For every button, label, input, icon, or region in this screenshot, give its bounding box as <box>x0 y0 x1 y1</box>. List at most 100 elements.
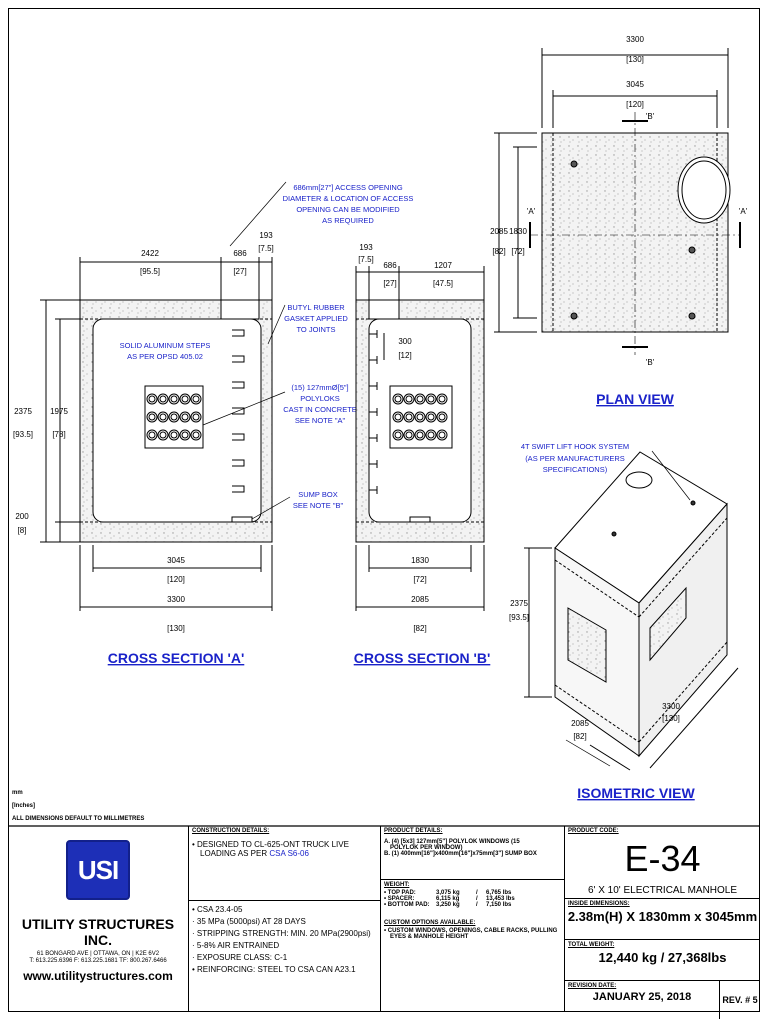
polylok-hole-inner <box>416 413 424 421</box>
polylok-hole-inner <box>170 431 178 439</box>
inside-dimensions: 2.38m(H) X 1830mm x 3045mm <box>567 909 758 924</box>
polylok-hole-inner <box>192 413 200 421</box>
svg-text:[93.5]: [93.5] <box>509 613 529 622</box>
polylok-hole-inner <box>416 431 424 439</box>
polylok-hole-inner <box>159 431 167 439</box>
svg-text:[8]: [8] <box>18 526 27 535</box>
svg-text:4T SWIFT LIFT HOOK SYSTEM: 4T SWIFT LIFT HOOK SYSTEM <box>521 442 629 451</box>
svg-text:686: 686 <box>233 249 247 258</box>
cross-section-a-title: CROSS SECTION 'A' <box>108 650 245 666</box>
polylok-hole-inner <box>192 431 200 439</box>
cross-section-a <box>40 181 291 611</box>
svg-text:[27]: [27] <box>233 267 246 276</box>
svg-text:AS PER OPSD 405.02: AS PER OPSD 405.02 <box>127 352 203 361</box>
polylok-hole <box>425 429 437 441</box>
drawing-sheet <box>8 8 760 1012</box>
polylok-hole <box>168 411 180 423</box>
weight-row: • BOTTOM PAD:3,250 kg/7,150 lbs <box>384 902 512 908</box>
polylok-hole <box>146 411 158 423</box>
svg-text:POLYLOKS: POLYLOKS <box>300 394 339 403</box>
polylok-hole <box>392 429 404 441</box>
svg-text:[95.5]: [95.5] <box>140 267 160 276</box>
polylok-hole <box>157 411 169 423</box>
svg-text:'B': 'B' <box>646 358 655 367</box>
svg-text:[120]: [120] <box>626 100 644 109</box>
polylok-hole-inner <box>181 413 189 421</box>
svg-text:[82]: [82] <box>573 732 586 741</box>
isometric-view-title: ISOMETRIC VIEW <box>577 785 695 801</box>
polylok-hole <box>146 429 158 441</box>
svg-text:OPENING CAN BE MODIFIED: OPENING CAN BE MODIFIED <box>296 205 400 214</box>
svg-text:686: 686 <box>383 261 397 270</box>
polylok-hole-inner <box>427 395 435 403</box>
svg-text:AS REQUIRED: AS REQUIRED <box>322 216 374 225</box>
svg-text:[78]: [78] <box>52 430 65 439</box>
polylok-hole-inner <box>159 395 167 403</box>
total-weight: 12,440 kg / 27,368lbs <box>598 950 727 965</box>
svg-text:[120]: [120] <box>167 575 185 584</box>
svg-text:1830: 1830 <box>509 227 527 236</box>
svg-text:193: 193 <box>259 231 273 240</box>
svg-text:'B': 'B' <box>646 112 655 121</box>
plan-view-text: 3300[130] 3045[120] 2085[82] 1830[72] 'A… <box>490 35 748 407</box>
svg-text:GASKET APPLIED: GASKET APPLIED <box>284 314 348 323</box>
svg-text:2085: 2085 <box>490 227 508 236</box>
polylok-hole <box>425 411 437 423</box>
svg-text:200: 200 <box>15 512 29 521</box>
cross-section-b <box>355 266 485 611</box>
svg-text:SPECIFICATIONS): SPECIFICATIONS) <box>543 465 608 474</box>
polylok-hole <box>436 411 448 423</box>
svg-text:[12]: [12] <box>398 351 411 360</box>
company-block: USI UTILITY STRUCTURES INC. 61 BONGARD A… <box>8 826 188 1012</box>
polylok-hole <box>146 393 158 405</box>
svg-text:[72]: [72] <box>413 575 426 584</box>
polylok-hole-inner <box>416 395 424 403</box>
svg-text:1207: 1207 <box>434 261 452 270</box>
svg-text:(AS PER MANUFACTURERS: (AS PER MANUFACTURERS <box>525 454 625 463</box>
company-address: 61 BONGARD AVE | OTTAWA, ON | K2E 6V2 <box>36 951 160 957</box>
polylok-hole <box>403 429 415 441</box>
svg-text:1975: 1975 <box>50 407 68 416</box>
isometric-view-text: 4T SWIFT LIFT HOOK SYSTEM (AS PER MANUFA… <box>509 442 696 801</box>
svg-text:[93.5]: [93.5] <box>13 430 33 439</box>
polylok-hole <box>414 393 426 405</box>
polylok-hole-inner <box>159 413 167 421</box>
svg-text:2085: 2085 <box>411 595 429 604</box>
svg-text:ALL DIMENSIONS DEFAULT TO MILL: ALL DIMENSIONS DEFAULT TO MILLIMETRES <box>12 816 144 822</box>
svg-text:3300: 3300 <box>626 35 644 44</box>
product-description: 6' X 10' ELECTRICAL MANHOLE <box>587 885 738 896</box>
svg-text:'A': 'A' <box>527 207 536 216</box>
polylok-hole-inner <box>438 431 446 439</box>
polylok-hole-inner <box>394 413 402 421</box>
svg-text:2375: 2375 <box>14 407 32 416</box>
svg-text:193: 193 <box>359 243 373 252</box>
svg-text:[130]: [130] <box>626 55 644 64</box>
svg-text:'A': 'A' <box>739 207 748 216</box>
company-website[interactable]: www.utilitystructures.com <box>23 969 173 983</box>
svg-text:300: 300 <box>398 337 412 346</box>
units-note: mm [Inches] ALL DIMENSIONS DEFAULT TO MI… <box>12 790 144 822</box>
revision-number: REV. # 5 <box>719 981 760 1019</box>
polylok-hole <box>157 429 169 441</box>
polylok-hole-inner <box>427 431 435 439</box>
polylok-hole <box>168 393 180 405</box>
polylok-hole <box>190 429 202 441</box>
svg-text:(15) 127mmØ[5"]: (15) 127mmØ[5"] <box>291 383 348 392</box>
polylok-hole-inner <box>394 395 402 403</box>
polylok-hole-inner <box>148 431 156 439</box>
svg-text:[130]: [130] <box>167 624 185 633</box>
polylok-hole <box>179 429 191 441</box>
product-code-block: PRODUCT CODE: E-34 6' X 10' ELECTRICAL M… <box>564 826 760 1019</box>
svg-text:1830: 1830 <box>411 556 429 565</box>
polylok-hole-inner <box>192 395 200 403</box>
cross-section-b-title: CROSS SECTION 'B' <box>354 650 491 666</box>
svg-text:[130]: [130] <box>662 714 680 723</box>
polylok-hole <box>414 411 426 423</box>
polylok-hole <box>179 411 191 423</box>
svg-text:[72]: [72] <box>511 247 524 256</box>
svg-text:SEE NOTE "B": SEE NOTE "B" <box>293 501 344 510</box>
svg-text:mm: mm <box>12 790 23 796</box>
svg-text:686mm[27"] ACCESS OPENING: 686mm[27"] ACCESS OPENING <box>293 183 403 192</box>
svg-text:[7.5]: [7.5] <box>358 255 374 264</box>
